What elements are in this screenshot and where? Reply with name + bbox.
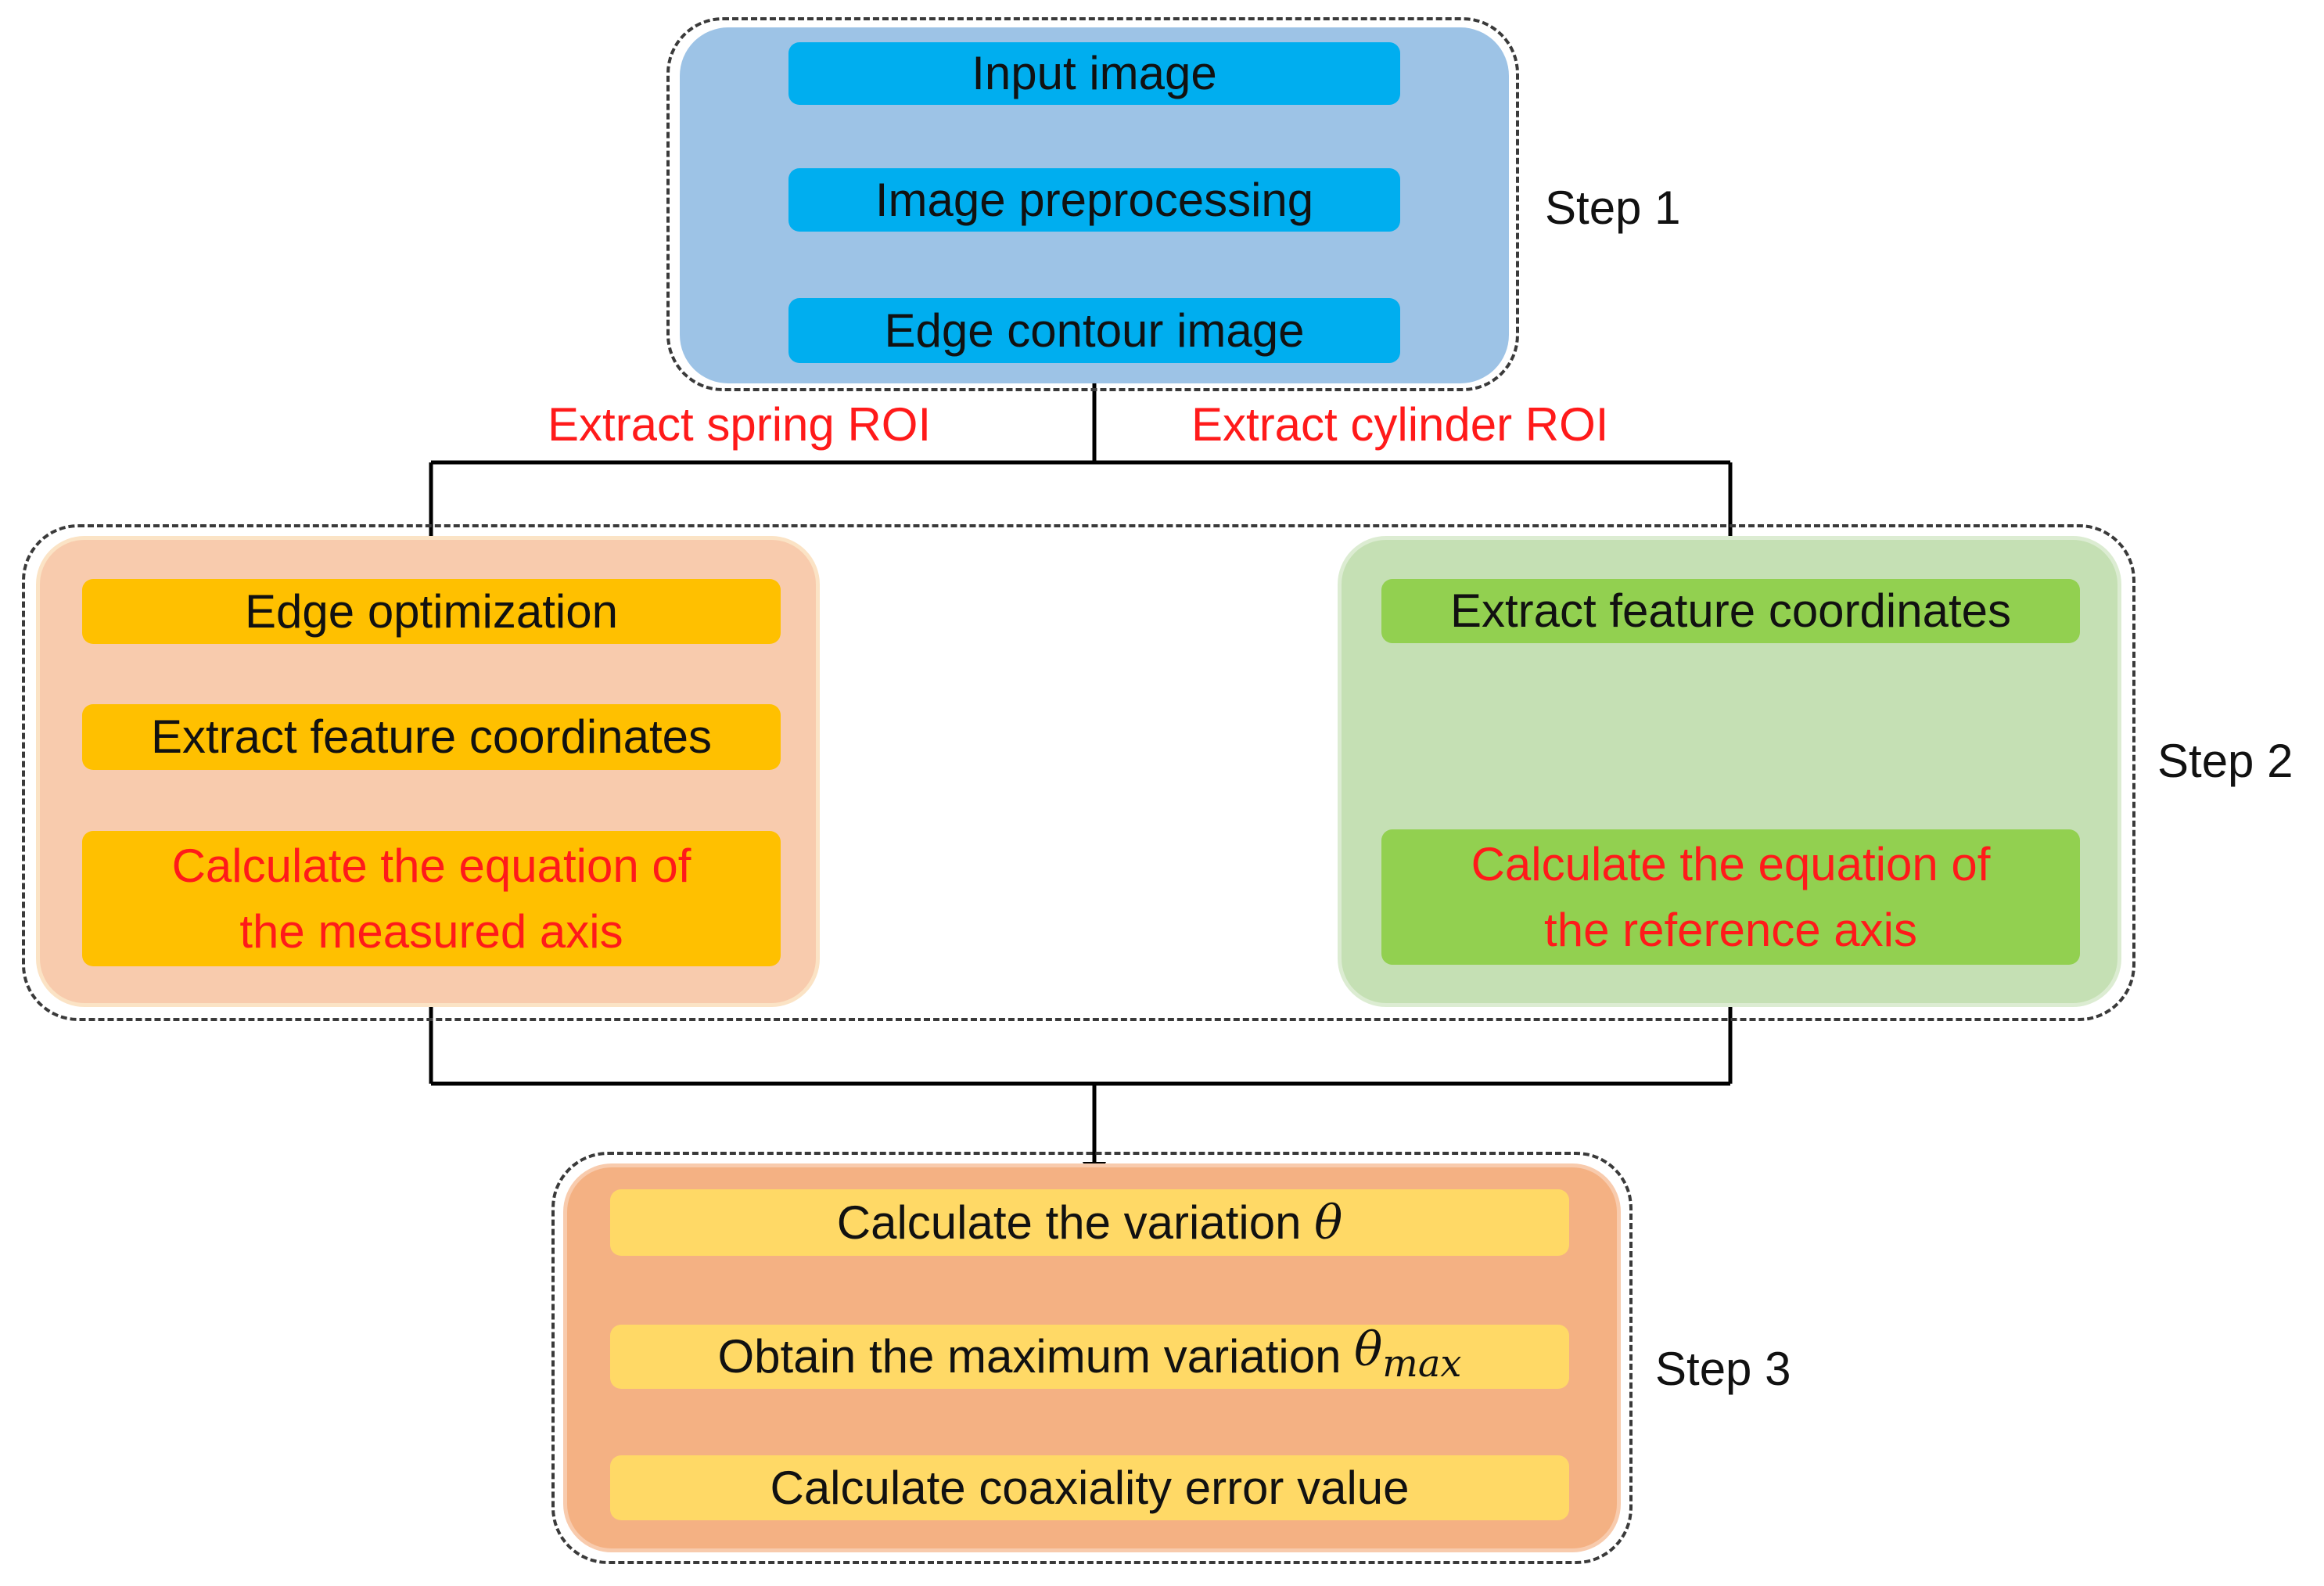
- calculate-coaxiality-error-box: Calculate coaxiality error value: [610, 1455, 1569, 1520]
- calculate-reference-axis-line2: the reference axis: [1544, 903, 1917, 956]
- step2-label: Step 2: [2157, 735, 2293, 787]
- extract-spring-roi-label: Extract spring ROI: [548, 398, 932, 451]
- theta-max-subscript: max: [1382, 1342, 1462, 1386]
- calculate-reference-axis-line1: Calculate the equation of: [1471, 837, 1991, 890]
- obtain-maximum-variation-box: Obtain the maximum variation θmax: [610, 1322, 1569, 1389]
- calculate-variation-box: Calculate the variation θ: [610, 1189, 1569, 1256]
- extract-feature-coordinates-right-box: Extract feature coordinates: [1381, 579, 2080, 643]
- calculate-measured-axis-box: Calculate the equation of the measured a…: [82, 831, 781, 966]
- theta-max-base: θ: [1354, 1322, 1383, 1377]
- theta-max-symbol: θmax: [1354, 1317, 1461, 1397]
- edge-optimization-box: Edge optimization: [82, 579, 781, 644]
- step1-dashed-border: [666, 17, 1519, 391]
- step2-dashed-border: [22, 524, 2135, 1021]
- calculate-measured-axis-line2: the measured axis: [239, 904, 623, 958]
- theta-symbol: θ: [1314, 1195, 1343, 1250]
- calculate-variation-text: Calculate the variation: [836, 1196, 1302, 1249]
- calculate-reference-axis-box: Calculate the equation of the reference …: [1381, 829, 2080, 965]
- step1-label: Step 1: [1545, 182, 1681, 234]
- obtain-maximum-variation-text: Obtain the maximum variation: [717, 1330, 1342, 1383]
- calculate-measured-axis-line1: Calculate the equation of: [171, 839, 691, 892]
- image-preprocessing-box: Image preprocessing: [788, 168, 1400, 232]
- step3-dashed-border: [551, 1152, 1633, 1564]
- extract-feature-coordinates-left-box: Extract feature coordinates: [82, 704, 781, 770]
- extract-cylinder-roi-label: Extract cylinder ROI: [1191, 398, 1609, 451]
- input-image-box: Input image: [788, 42, 1400, 105]
- step3-label: Step 3: [1655, 1343, 1791, 1395]
- edge-contour-image-box: Edge contour image: [788, 298, 1400, 363]
